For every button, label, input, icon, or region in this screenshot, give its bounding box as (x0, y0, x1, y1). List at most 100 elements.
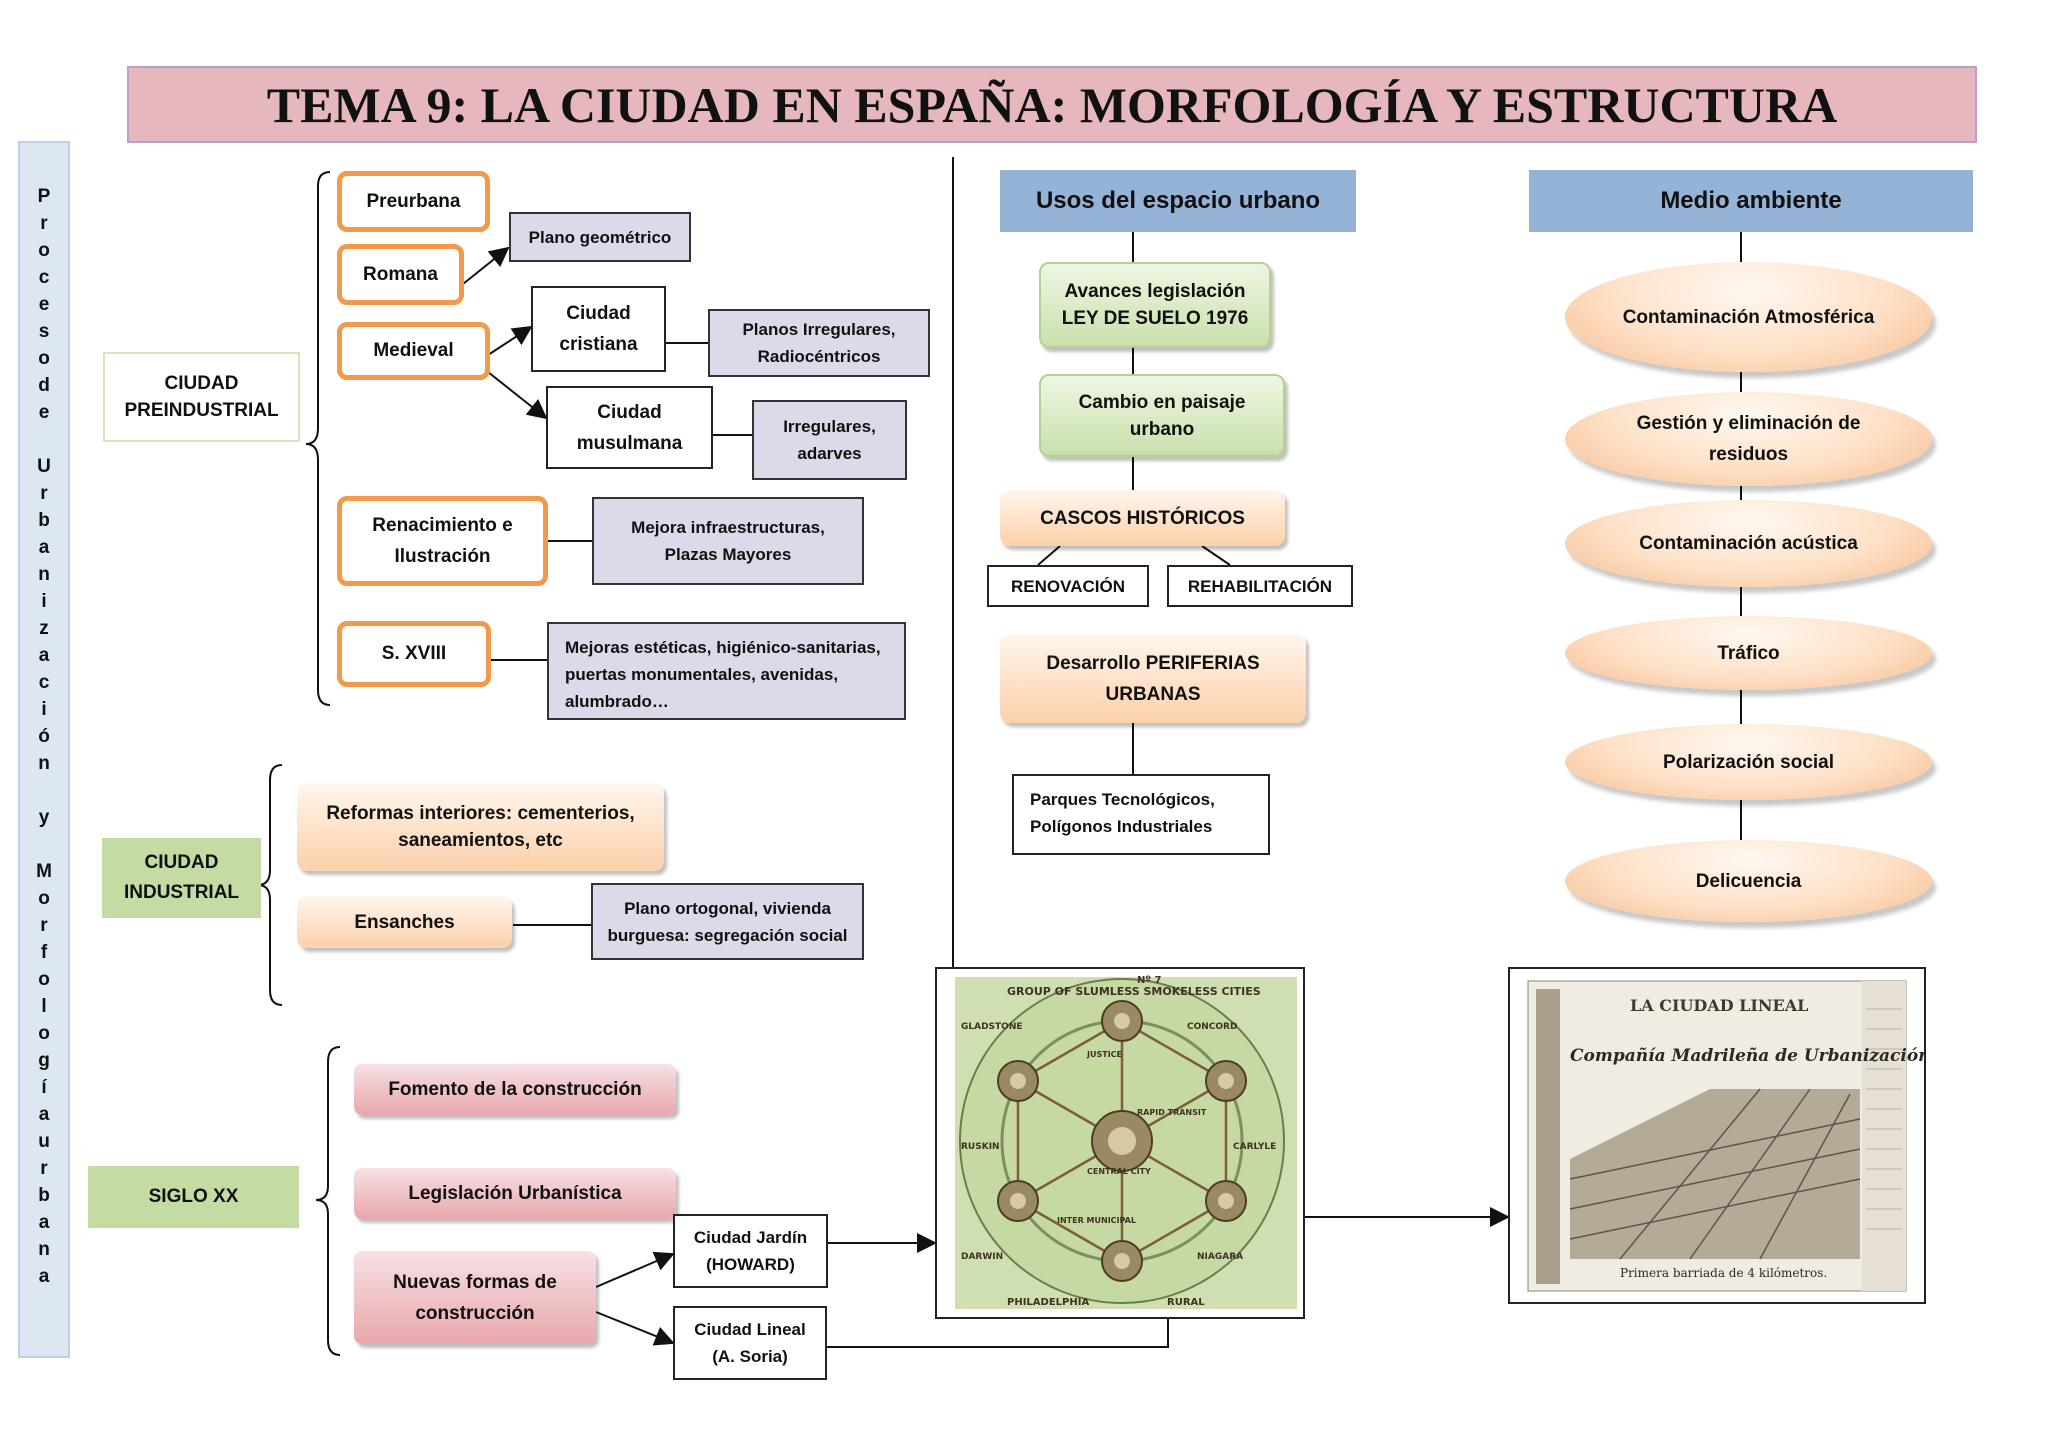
vertical-letter: c (38, 672, 50, 693)
fomento-construccion-box: Fomento de la construcción (354, 1064, 676, 1115)
garden-city-ruskin: RUSKIN (961, 1142, 1000, 1152)
cascos-historicos-box: CASCOS HISTÓRICOS (1000, 490, 1285, 546)
vertical-letter: i (41, 591, 47, 612)
preurbana-box: Preurbana (337, 171, 490, 232)
vertical-letter: o (38, 888, 50, 909)
garden-city-concord: CONCORD (1187, 1022, 1237, 1032)
garden-city-number: Nº 7 (1137, 975, 1161, 986)
garden-city-niagara: NIAGARA (1197, 1252, 1243, 1262)
vertical-letter: z (39, 618, 49, 639)
vertical-letter: o (38, 969, 50, 990)
ciudad-lineal-illustration: LA CIUDAD LINEAL Compañía Madrileña de U… (1527, 980, 1931, 1292)
nuevas-formas-box: Nuevas formas de construcción (354, 1251, 596, 1344)
trafico-ellipse: Tráfico (1565, 616, 1932, 690)
vertical-letter: a (38, 1104, 50, 1125)
garden-city-inter: INTER MUNICIPAL (1057, 1216, 1136, 1225)
vertical-letter: b (38, 1185, 50, 1206)
vertical-letter: e (38, 402, 50, 423)
periferias-box: Desarrollo PERIFERIAS URBANAS (1000, 634, 1306, 723)
delicuencia-ellipse: Delicuencia (1565, 840, 1932, 922)
plano-ortogonal-box: Plano ortogonal, vivienda burguesa: segr… (591, 883, 864, 960)
mejoras-esteticas-box: Mejoras estéticas, higiénico-sanitarias,… (547, 622, 906, 720)
vertical-letter: f (40, 942, 48, 963)
cambio-paisaje-box: Cambio en paisaje urbano (1039, 374, 1285, 457)
garden-city-illustration: GROUP OF SLUMLESS SMOKELESS CITIES Nº 7 … (955, 975, 1297, 1309)
garden-city-carlyle: CARLYLE (1233, 1142, 1276, 1152)
siglo-xx-label: SIGLO XX (88, 1166, 299, 1228)
ciudad-jardin-box: Ciudad Jardín (HOWARD) (673, 1214, 828, 1288)
plano-geometrico-box: Plano geométrico (509, 212, 691, 262)
contaminacion-atmosferica-ellipse: Contaminación Atmosférica (1565, 262, 1932, 372)
irregulares-adarves-box: Irregulares, adarves (752, 400, 907, 480)
mejora-infraestructuras-box: Mejora infraestructuras, Plazas Mayores (592, 497, 864, 585)
vertical-letter: e (38, 294, 50, 315)
vertical-letter: b (38, 510, 50, 531)
vertical-letter: a (38, 1212, 50, 1233)
romana-box: Romana (337, 244, 464, 305)
brace-industrial (257, 764, 283, 1006)
gestion-residuos-ellipse: Gestión y eliminación de residuos (1565, 392, 1932, 486)
polarizacion-social-ellipse: Polarización social (1565, 724, 1932, 800)
garden-city-darwin: DARWIN (961, 1252, 1003, 1262)
ciudad-lineal-caption: Primera barriada de 4 kilómetros. (1620, 1266, 1827, 1280)
rehabilitacion-box: REHABILITACIÓN (1167, 565, 1353, 607)
ciudad-musulmana-box: Ciudad musulmana (546, 386, 713, 469)
garden-city-justice: JUSTICE (1086, 1050, 1122, 1059)
vertical-letter: s (38, 321, 50, 342)
s-xviii-box: S. XVIII (337, 621, 491, 687)
vertical-letter: n (38, 564, 50, 585)
contaminacion-acustica-ellipse: Contaminación acústica (1565, 500, 1932, 587)
planos-irregulares-box: Planos Irregulares, Radiocéntricos (708, 309, 930, 377)
vertical-letter: U (37, 456, 51, 477)
garden-city-central: CENTRAL CITY (1087, 1167, 1151, 1176)
vertical-letter: o (38, 1023, 50, 1044)
avances-legislacion-box: Avances legislación LEY DE SUELO 1976 (1039, 262, 1271, 348)
vertical-letter: o (38, 240, 50, 261)
garden-city-image: GROUP OF SLUMLESS SMOKELESS CITIES Nº 7 … (935, 967, 1305, 1319)
ciudad-cristiana-box: Ciudad cristiana (531, 286, 666, 372)
page-title: TEMA 9: LA CIUDAD EN ESPAÑA: MORFOLOGÍA … (127, 66, 1977, 143)
usos-header: Usos del espacio urbano (1000, 170, 1356, 232)
reformas-interiores-box: Reformas interiores: cementerios, saneam… (297, 783, 664, 871)
ensanches-box: Ensanches (297, 896, 512, 948)
ciudad-lineal-header: LA CIUDAD LINEAL (1630, 996, 1808, 1015)
medieval-box: Medieval (337, 322, 490, 380)
garden-city-title: GROUP OF SLUMLESS SMOKELESS CITIES (1007, 985, 1261, 998)
vertical-letter: y (38, 807, 50, 828)
vertical-letter: a (38, 537, 50, 558)
ciudad-lineal-image: LA CIUDAD LINEAL Compañía Madrileña de U… (1508, 967, 1931, 1304)
vertical-letter: n (38, 753, 50, 774)
ciudad-industrial-label: CIUDAD INDUSTRIAL (102, 838, 261, 918)
vertical-letter: í (41, 1077, 47, 1098)
vertical-letter: a (38, 645, 50, 666)
brace-preindustrial (305, 171, 331, 706)
vertical-letter: n (38, 1239, 50, 1260)
medio-ambiente-header: Medio ambiente (1529, 170, 1973, 232)
brace-siglo-xx (315, 1046, 341, 1356)
vertical-letter: r (40, 483, 48, 504)
renovacion-box: RENOVACIÓN (987, 565, 1149, 607)
parques-tecnologicos-box: Parques Tecnológicos, Polígonos Industri… (1012, 774, 1270, 855)
vertical-letter: u (38, 1131, 50, 1152)
vertical-letter: r (40, 915, 48, 936)
vertical-letter: r (40, 1158, 48, 1179)
vertical-letter: ó (38, 726, 50, 747)
garden-city-rural: RURAL (1167, 1297, 1205, 1308)
vertical-letter: l (41, 996, 47, 1017)
garden-city-gladstone: GLADSTONE (961, 1022, 1023, 1032)
vertical-letter: i (41, 699, 47, 720)
ciudad-lineal-box: Ciudad Lineal (A. Soria) (673, 1306, 827, 1380)
vertical-letter: c (38, 267, 50, 288)
legislacion-urbanistica-box: Legislación Urbanística (354, 1168, 676, 1219)
vertical-letter: g (38, 1050, 50, 1071)
ciudad-lineal-company: Compañía Madrileña de Urbanización (1570, 1046, 1924, 1066)
vertical-letter: a (38, 1266, 50, 1287)
vertical-letter: P (37, 186, 51, 207)
garden-city-rapid: RAPID TRANSIT (1137, 1108, 1207, 1117)
vertical-letter: r (40, 213, 48, 234)
vertical-letter: M (36, 861, 52, 882)
renacimiento-box: Renacimiento e Ilustración (337, 496, 548, 586)
garden-city-philadelphia: PHILADELPHIA (1007, 1297, 1089, 1308)
ciudad-preindustrial-label: CIUDAD PREINDUSTRIAL (103, 352, 300, 442)
